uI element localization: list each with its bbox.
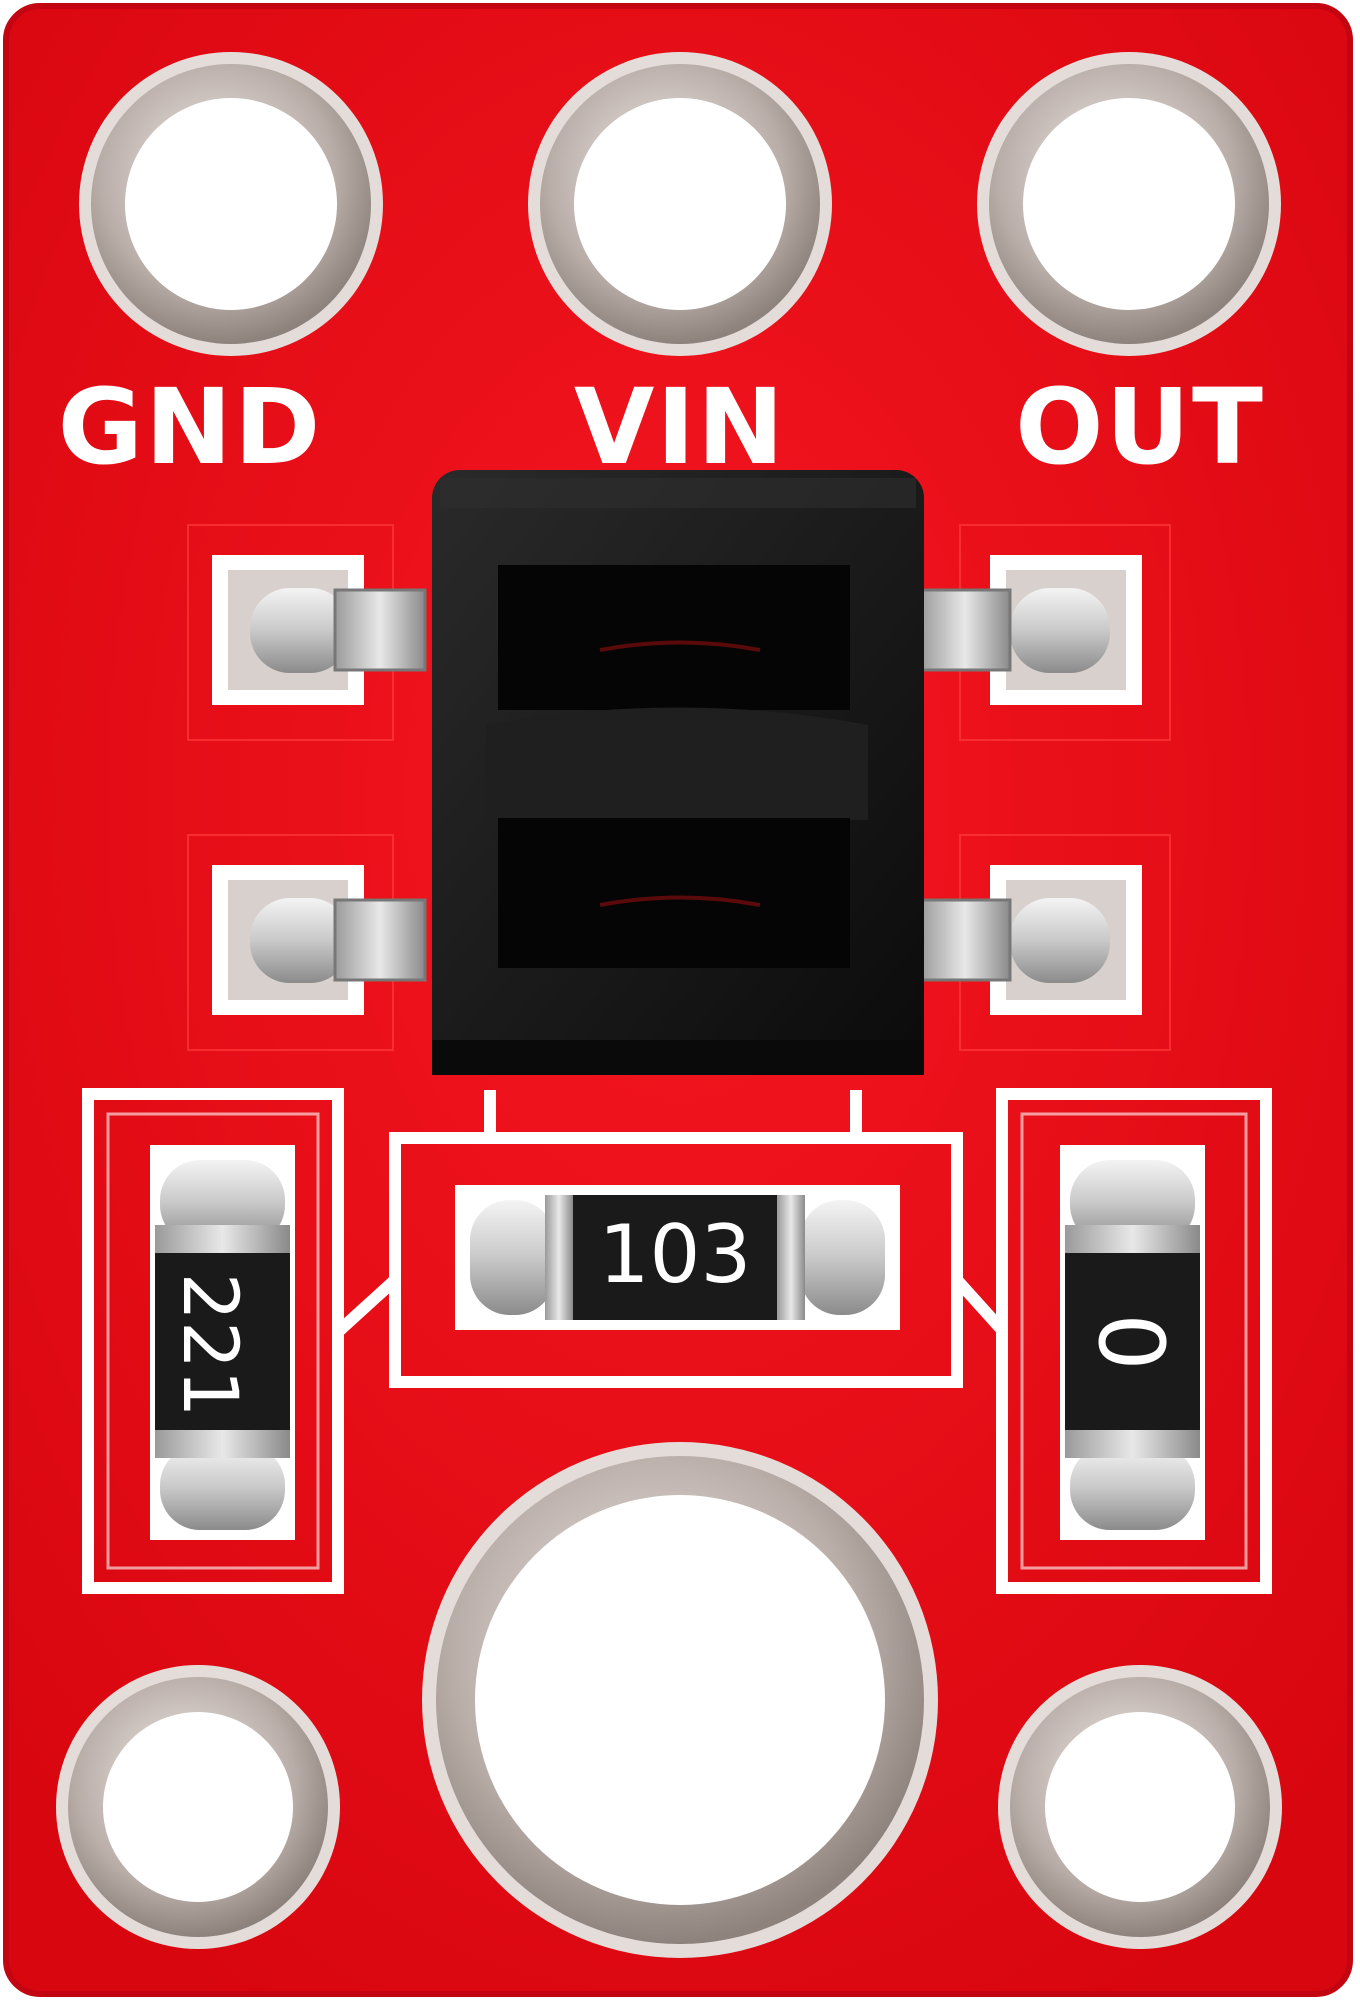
reflective-optical-sensor-icon [432,470,924,1075]
resistor-code-center: 103 [598,1208,752,1301]
sensor-pad-top-right [918,555,1142,705]
pad-out [977,52,1281,356]
pin-label-gnd: GND [57,366,323,488]
sensor-pad-top-left [212,555,427,705]
mounting-hole-left [56,1665,340,1949]
sensor-pad-bottom-left [212,865,427,1015]
resistor-0 [1060,1145,1205,1540]
sensor-pad-bottom-right [918,865,1142,1015]
pin-label-vin: VIN [573,366,787,488]
resistor-code-right: 0 [1078,1313,1183,1371]
mounting-hole-center [422,1442,938,1958]
pad-vin [528,52,832,356]
pad-gnd [79,52,383,356]
resistor-code-left: 221 [166,1272,255,1418]
mounting-hole-right [998,1665,1282,1949]
resistor-103 [455,1185,900,1330]
resistor-221 [150,1145,295,1540]
pin-label-out: OUT [1015,366,1265,488]
